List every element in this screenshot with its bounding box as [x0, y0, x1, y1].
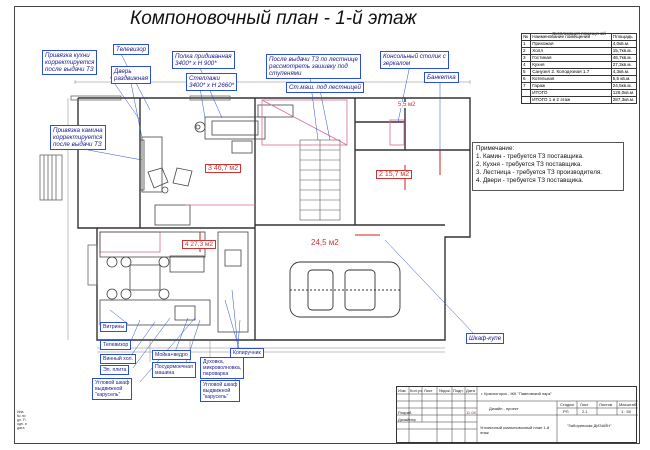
- annotation-tv2: Телевизор: [100, 340, 132, 350]
- annotation-wardrobe: Шкаф-купе: [466, 333, 505, 344]
- room-label-4: 4 27,3 м2: [182, 240, 216, 249]
- explication-cell: 27,3кв.м.: [610, 61, 638, 69]
- annotation-showcases: Витрины: [100, 322, 128, 332]
- annotation-shelf: Полка придиванная 3400* х Н 900*: [172, 51, 235, 69]
- explication-cell: 46,7кв.м.: [610, 54, 638, 62]
- explication-cell: Холл: [530, 47, 612, 55]
- stamp-col-doc: №док.: [439, 388, 451, 393]
- annotation-sink: Мойка+ведро: [152, 350, 191, 360]
- stamp-col-sign: Подп.: [453, 388, 464, 393]
- stamp-developer: Разраб.: [398, 410, 413, 415]
- drawing-frame: [14, 6, 640, 444]
- note-item: 2. Кухня - требуется ТЗ поставщика.: [476, 161, 583, 168]
- note-item: 1. Камин - требуется ТЗ поставщика.: [476, 153, 584, 160]
- explication-cell: 287,3кв.м.: [610, 96, 638, 104]
- explication-cell: 15,7кв.м.: [610, 47, 638, 55]
- explication-header-cell: Наименование помещений: [530, 33, 612, 41]
- stamp-designer: Дизайнер: [398, 417, 416, 422]
- annotation-shelving: Стеллажи 3400* х Н 2660*: [186, 73, 238, 91]
- stamp-scale: 1 : 50: [621, 409, 632, 414]
- explication-cell: 5,5 кв.м.: [610, 75, 638, 83]
- annotation-hood: Копиручник: [230, 348, 264, 358]
- stamp-sheets-header: Листов: [599, 402, 612, 407]
- annotation-corner-cabinet: Угловой шкаф выдвижной "карусель": [92, 378, 133, 400]
- explication-cell: Прихожая: [530, 40, 612, 48]
- annotation-kitchen-binding: Привязка кухни корректируется после выда…: [42, 50, 98, 75]
- explication-cell: Гостиная: [530, 54, 612, 62]
- annotation-hob: Эл. плита: [100, 365, 130, 375]
- explication-cell: 2: [520, 47, 532, 55]
- annotation-stairs-note: После выдачи ТЗ по лестнице рассмотреть …: [266, 54, 361, 79]
- explication-header-cell: Площадь: [610, 33, 638, 41]
- annotation-corner-cabinet-2: Угловой шкаф выдвижной "карусель": [200, 380, 241, 402]
- room-label-3: 3 46,7 м2: [205, 164, 242, 173]
- stamp-scale-header: Масштаб: [619, 402, 637, 407]
- explication-cell: 7: [520, 82, 532, 90]
- explication-cell: [520, 96, 532, 104]
- explication-cell: ИТОГО: [530, 89, 612, 97]
- stamp-stage-header: Стадия: [560, 402, 574, 407]
- stamp-stage: РП: [563, 409, 569, 414]
- stamp-col-list: Лист: [424, 388, 433, 393]
- annotation-console: Консольный столик с зеркалом: [380, 51, 449, 69]
- explication-cell: 24,5кв.м.: [610, 82, 638, 90]
- explication-header-cell: №: [520, 33, 532, 41]
- stamp-project: Дизайн - проект: [489, 406, 519, 411]
- explication-cell: 5: [520, 68, 532, 76]
- explication-cell: Котельная: [530, 75, 612, 83]
- explication-cell: Санузел 2. Колодезная 1.7: [530, 68, 612, 76]
- explication-cell: ИТОГО 1 и 2 этаж: [530, 96, 612, 104]
- stamp-col-kol: Кол.уч.: [410, 388, 424, 393]
- annotation-wine: Винный хол.: [100, 354, 136, 364]
- explication-cell: 4,0кв.м.: [610, 40, 638, 48]
- explication-cell: 4: [520, 61, 532, 69]
- stamp-col-date: Дата: [466, 388, 475, 393]
- explication-cell: 128,0кв.м.: [610, 89, 638, 97]
- stamp-org: "Заборинская ДИЗАЙН": [567, 423, 612, 428]
- annotation-sliding-door: Дверь раздвижная: [111, 66, 152, 84]
- notes-heading: Примечание:: [476, 145, 515, 152]
- annotation-bench: Банкетка: [424, 72, 459, 83]
- explication-cell: 4,3кв.м.: [610, 68, 638, 76]
- room-label-6: 5,5 м2: [396, 102, 418, 108]
- room-label-2: 2 15,7 м2: [376, 170, 413, 179]
- stamp-col-izm: Изм.: [398, 388, 407, 393]
- explication-cell: 1: [520, 40, 532, 48]
- annotation-tv: Телевизор: [113, 44, 150, 55]
- explication-cell: 3: [520, 54, 532, 62]
- stamp-address: г. Красногорск , ЖК "Павловский парк": [481, 391, 552, 396]
- note-item: 4. Двери - требуется ТЗ поставщика.: [476, 177, 584, 184]
- annotation-oven: Духовка, микроволновка, пароварка: [200, 357, 245, 379]
- stamp-date: 11.08: [466, 410, 476, 415]
- annotation-fireplace-binding: Привязка камина корректируется после выд…: [50, 125, 106, 150]
- stamp-sheet: 2.1: [582, 409, 588, 414]
- annotation-dishwasher: Посудомоечная машина: [152, 362, 196, 378]
- side-stamp-text: Инв. № подл. Подп. и дата: [17, 410, 27, 430]
- note-item: 3. Лестница - требуется ТЗ производителя…: [476, 169, 603, 176]
- notes-box: Примечание: 1. Камин - требуется ТЗ пост…: [472, 142, 624, 191]
- stamp-sheet-title: Угловочный компоновочный план 1-й этаж: [480, 425, 550, 435]
- explication-cell: Гараж: [530, 82, 612, 90]
- explication-cell: Кухня: [530, 61, 612, 69]
- explication-cell: 6: [520, 75, 532, 83]
- explication-cell: [520, 89, 532, 97]
- stamp-sheet-header: Лист: [580, 402, 589, 407]
- page-title: Компоновочный план - 1-й этаж: [130, 8, 417, 29]
- annotation-under-stairs: Ст.маш. под лестницей: [286, 82, 364, 93]
- room-label-7: 24,5 м2: [309, 238, 341, 247]
- title-block: г. Красногорск , ЖК "Павловский парк" Ди…: [396, 386, 638, 444]
